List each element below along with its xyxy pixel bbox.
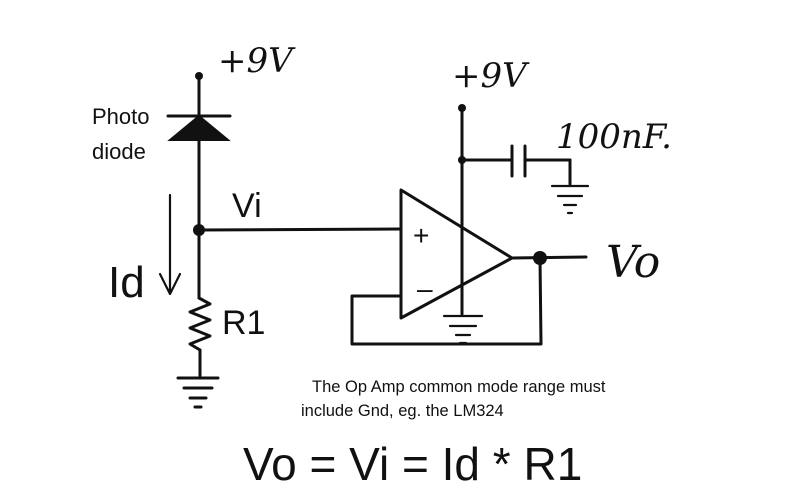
current-indicator: Id bbox=[108, 193, 182, 307]
photodiode-label-line2: diode bbox=[92, 139, 146, 164]
feedback-wire bbox=[350, 256, 543, 346]
op-amp-minus-label: – bbox=[417, 273, 433, 304]
right-supply: +9V bbox=[452, 56, 530, 287]
right-supply-label: +9V bbox=[452, 56, 530, 96]
ground-left bbox=[176, 376, 220, 409]
op-amp-triangle bbox=[399, 188, 514, 320]
output-and-feedback: Vo bbox=[350, 237, 660, 346]
id-label: Id bbox=[108, 258, 145, 307]
vi-label: Vi bbox=[232, 187, 262, 225]
vo-label: Vo bbox=[606, 237, 660, 288]
equation: Vo = Vi = Id * R1 bbox=[243, 438, 582, 490]
photodiode-label-line1: Photo bbox=[92, 104, 150, 129]
resistor-zigzag bbox=[188, 296, 212, 352]
right-supply-terminal bbox=[458, 104, 466, 112]
op-amp: + – bbox=[399, 188, 514, 345]
photodiode-symbol bbox=[167, 114, 231, 141]
left-supply-label: +9V bbox=[218, 41, 296, 81]
capacitor-value-label: 100nF. bbox=[556, 117, 672, 157]
photodiode: Photo diode bbox=[92, 78, 232, 230]
left-supply-terminal bbox=[195, 72, 203, 80]
id-arrow-head bbox=[158, 272, 182, 296]
r1-label: R1 bbox=[222, 304, 265, 342]
bypass-capacitor: 100nF. bbox=[460, 117, 672, 215]
note-line-2: include Gnd, eg. the LM324 bbox=[301, 402, 504, 420]
vi-node: Vi bbox=[193, 187, 402, 236]
resistor-r1: R1 bbox=[188, 228, 265, 378]
left-supply: +9V bbox=[195, 41, 296, 81]
note-line-1: The Op Amp common mode range must bbox=[312, 378, 606, 396]
op-amp-plus-label: + bbox=[413, 220, 429, 251]
